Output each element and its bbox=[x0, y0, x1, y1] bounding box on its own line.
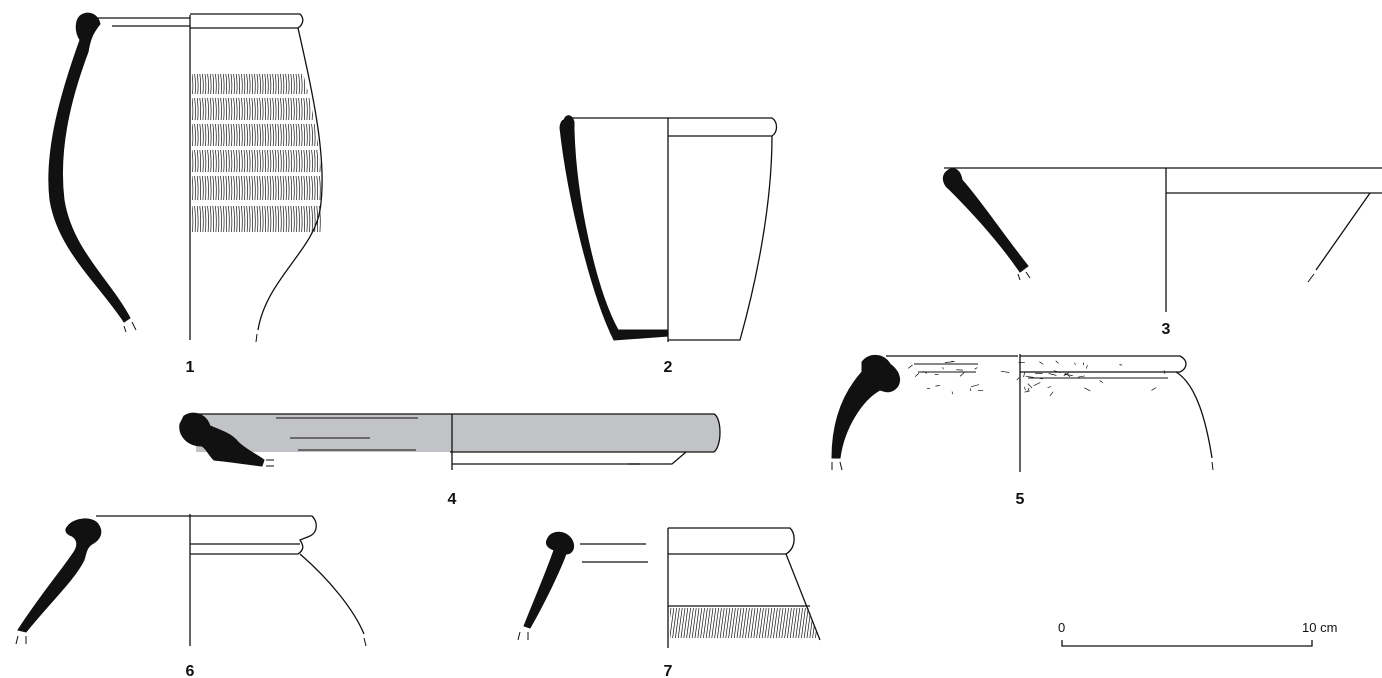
label-1: 1 bbox=[186, 359, 195, 376]
label-5: 5 bbox=[1016, 491, 1025, 508]
label-4: 4 bbox=[448, 491, 457, 508]
scale-start-label: 0 bbox=[1058, 620, 1065, 635]
vessel-3-drawing bbox=[942, 167, 1382, 312]
vessel-5-inclusions bbox=[908, 360, 1166, 397]
label-2: 2 bbox=[664, 359, 673, 376]
vessel-4-drawing bbox=[179, 412, 721, 470]
vessel-4-grey-fill bbox=[196, 414, 720, 452]
vessel-2-drawing bbox=[559, 115, 778, 342]
scale-bar: 0 10 cm bbox=[1058, 620, 1337, 647]
vessel-1-comb-decoration bbox=[192, 73, 322, 233]
scale-end-label: 10 cm bbox=[1302, 620, 1337, 635]
vessel-1-drawing bbox=[48, 12, 323, 343]
vessel-5-drawing bbox=[831, 354, 1214, 472]
label-6: 6 bbox=[186, 663, 195, 678]
vessel-6-section bbox=[17, 518, 102, 633]
vessel-7-comb-decoration bbox=[670, 607, 818, 638]
vessel-2-section bbox=[559, 115, 669, 341]
vessel-7-section bbox=[523, 531, 575, 629]
label-3: 3 bbox=[1162, 321, 1171, 338]
vessel-3-section bbox=[942, 168, 1029, 273]
vessel-1-section bbox=[48, 12, 131, 323]
vessel-6-drawing bbox=[15, 514, 367, 647]
vessel-4-section bbox=[179, 412, 265, 467]
label-7: 7 bbox=[664, 663, 673, 678]
vessel-5-section bbox=[831, 355, 901, 459]
vessel-7-drawing bbox=[517, 527, 821, 648]
